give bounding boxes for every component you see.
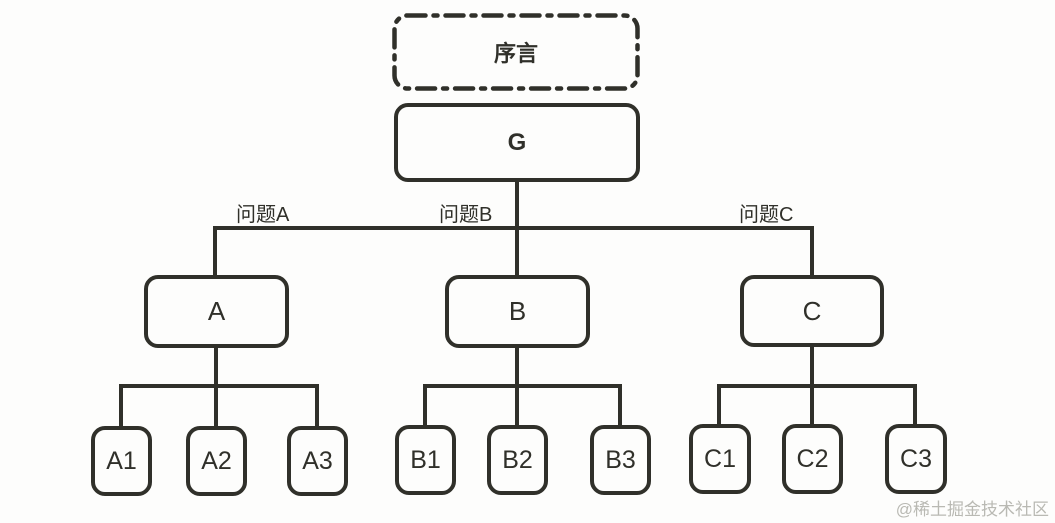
node-c3-label: C3 [900,444,932,473]
node-b1-label: B1 [410,445,441,474]
branch-label-a: 问题A [236,204,290,226]
connector-drop-a2 [214,384,218,426]
connector-drop-c2 [810,384,814,425]
connector-b-down [515,348,519,386]
connector-drop-c [810,226,814,277]
connector-a-horizontal [119,384,319,388]
node-b1: B1 [395,425,456,495]
node-a1-label: A1 [106,446,137,475]
node-c-label: C [802,295,822,326]
connector-drop-b3 [618,384,622,426]
connector-c-down [810,347,814,386]
node-root: G [394,103,640,182]
node-b3-label: B3 [605,445,636,474]
node-root-label: G [507,128,527,156]
connector-drop-a [213,226,217,277]
node-c: C [740,275,884,347]
connector-c-horizontal [717,384,917,388]
watermark: @稀土掘金技术社区 [895,500,1049,519]
node-a1: A1 [91,426,152,496]
connector-drop-b [515,226,519,277]
branch-label-c: 问题C [739,204,794,226]
node-a3-label: A3 [302,446,333,475]
node-b2-label: B2 [502,445,533,474]
node-c3: C3 [885,424,947,494]
connector-drop-b2 [515,384,519,426]
node-c2: C2 [782,424,843,494]
connector-root-down [515,180,519,228]
connector-drop-c1 [717,384,721,425]
connector-drop-c3 [913,384,917,425]
connector-drop-b1 [423,384,427,426]
node-a-label: A [207,296,226,326]
node-a2: A2 [186,426,247,496]
preface-node: 序言 [392,13,640,91]
connector-a-down [214,348,218,386]
node-b: B [445,275,590,348]
connector-main-horizontal [213,226,814,230]
node-a2-label: A2 [201,446,232,475]
branch-label-b: 问题B [439,204,493,226]
connector-drop-a3 [315,384,319,426]
node-b2: B2 [487,425,548,495]
node-a: A [144,275,289,348]
preface-label: 序言 [493,41,538,66]
connector-drop-a1 [119,384,123,426]
connector-b-horizontal [423,384,622,388]
node-c1-label: C1 [704,444,736,473]
node-a3: A3 [287,426,348,496]
node-c1: C1 [689,424,751,494]
node-c2-label: C2 [796,444,829,473]
node-b3: B3 [590,425,651,495]
node-b-label: B [508,296,527,326]
